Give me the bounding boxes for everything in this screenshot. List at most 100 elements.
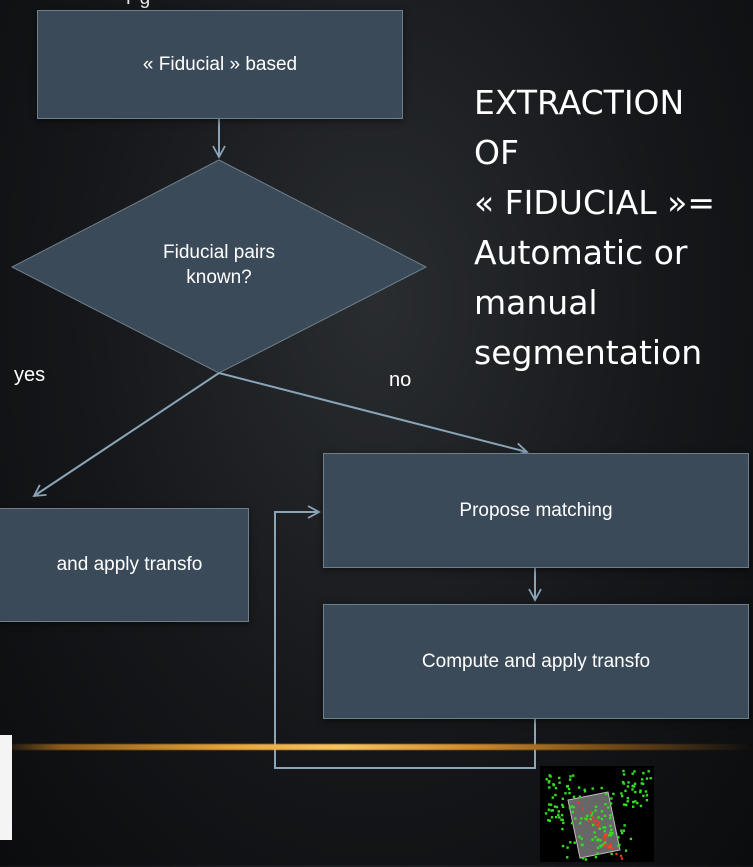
point-cloud-dot: [583, 788, 586, 791]
point-cloud-dot: [620, 829, 623, 832]
point-cloud-dot: [547, 781, 551, 784]
side-text-line-1: EXTRACTION: [474, 83, 685, 122]
point-cloud-dot: [607, 806, 610, 809]
point-cloud-dot: [634, 790, 637, 794]
point-cloud-dot: [639, 804, 643, 808]
point-cloud-dot: [645, 777, 649, 780]
point-cloud-dot: [633, 782, 637, 785]
point-cloud-dot: [558, 816, 561, 819]
point-cloud-dot: [548, 786, 551, 789]
point-cloud-dot: [560, 813, 564, 817]
fiducial-based-label: « Fiducial » based: [142, 53, 298, 75]
propose-matching-box: Propose matching: [323, 453, 749, 568]
point-cloud-dot: [639, 789, 642, 792]
matched-point-dot: [615, 852, 618, 855]
point-cloud-dot: [631, 788, 634, 791]
point-cloud-dot: [642, 794, 645, 798]
point-cloud-dot: [593, 831, 596, 834]
point-cloud-dot: [547, 819, 550, 822]
point-cloud-dot: [622, 829, 626, 832]
matched-point-dot: [576, 801, 579, 804]
point-cloud-dot: [551, 809, 554, 812]
point-cloud-dot: [622, 803, 626, 806]
matched-point-dot: [603, 844, 607, 847]
point-cloud-dot: [609, 816, 612, 820]
point-cloud-dot: [612, 792, 615, 796]
point-cloud-dot: [555, 815, 558, 819]
point-cloud-dot: [626, 785, 630, 788]
point-cloud-dot: [605, 792, 608, 796]
point-cloud-dot: [609, 824, 612, 828]
point-cloud-dot: [591, 787, 594, 790]
point-cloud-dot: [566, 846, 569, 849]
point-cloud-dot: [591, 838, 594, 841]
propose-matching-label: Propose matching: [459, 499, 613, 521]
decision-line-1: Fiducial pairs: [163, 242, 275, 263]
point-cloud-dot: [649, 777, 652, 780]
point-cloud-dot: [632, 800, 635, 804]
point-cloud-dot: [620, 831, 624, 835]
point-cloud-dot: [561, 797, 564, 800]
matched-point-dot: [603, 835, 607, 838]
point-cloud-dot: [622, 782, 626, 785]
point-cloud-dot: [626, 797, 629, 800]
point-cloud-dot: [561, 844, 565, 848]
point-cloud-dot: [621, 781, 625, 784]
point-cloud-dot: [618, 843, 621, 847]
point-cloud-dot: [603, 841, 607, 844]
point-cloud-dot: [633, 785, 636, 788]
point-cloud-dot: [586, 814, 589, 818]
fiducial-based-box: « Fiducial » based: [37, 10, 403, 119]
matched-point-dot: [595, 819, 598, 822]
point-cloud-dot: [579, 822, 582, 825]
point-cloud-dot: [598, 827, 601, 830]
point-cloud-dot: [594, 809, 597, 812]
side-text-line-3: « FIDUCIAL »=: [474, 183, 716, 222]
point-cloud-dot: [626, 800, 629, 803]
matched-point-dot: [592, 820, 595, 823]
point-cloud-dot: [573, 841, 576, 844]
cut-off-header-text: Y g: [122, 0, 150, 10]
point-cloud-dot: [572, 795, 576, 798]
matched-point-dot: [589, 811, 592, 814]
gold-divider-line: [0, 744, 753, 750]
point-cloud-dot: [555, 805, 559, 809]
point-cloud-dot: [580, 837, 583, 840]
point-cloud-dot: [569, 841, 572, 844]
point-cloud-dot: [609, 832, 612, 835]
side-text-line-4: Automatic or: [474, 233, 688, 272]
point-cloud-dot: [581, 857, 585, 860]
point-cloud-dot: [596, 852, 599, 855]
matched-point-dot: [611, 847, 614, 850]
point-cloud-dot: [599, 839, 602, 842]
side-text: EXTRACTION OF « FIDUCIAL »= Automatic or…: [474, 78, 753, 378]
point-cloud-dot: [594, 835, 597, 839]
no-label: no: [389, 369, 412, 391]
compute-left-box: and apply transfo: [0, 508, 249, 622]
point-cloud-dot: [636, 801, 639, 805]
point-cloud-dot: [545, 778, 548, 781]
point-cloud-dot: [601, 843, 605, 846]
point-cloud-dot: [632, 805, 635, 808]
compute-left-label: and apply transfo: [56, 554, 203, 575]
point-cloud-dot: [550, 816, 554, 819]
compute-right-box: Compute and apply transfo: [323, 604, 749, 719]
point-cloud-dot: [622, 769, 625, 773]
matched-point-dot: [620, 854, 623, 857]
arrow-loop-back: [274, 505, 536, 769]
point-cloud-dot: [578, 795, 581, 798]
point-cloud-dot: [566, 856, 569, 859]
point-cloud-dot: [568, 791, 571, 795]
point-cloud-dot: [569, 775, 572, 778]
point-cloud-dot: [629, 837, 633, 841]
point-cloud-dot: [604, 826, 607, 829]
point-cloud-dot: [640, 782, 643, 785]
point-cloud-dot: [623, 824, 626, 827]
matched-point-dot: [597, 824, 600, 827]
point-cloud-dot: [597, 838, 600, 841]
side-text-line-5: manual: [474, 283, 598, 322]
point-cloud-dot: [625, 803, 628, 807]
point-cloud-dot: [609, 802, 613, 805]
matched-point-dot: [606, 833, 609, 836]
point-cloud-dot: [634, 800, 637, 803]
